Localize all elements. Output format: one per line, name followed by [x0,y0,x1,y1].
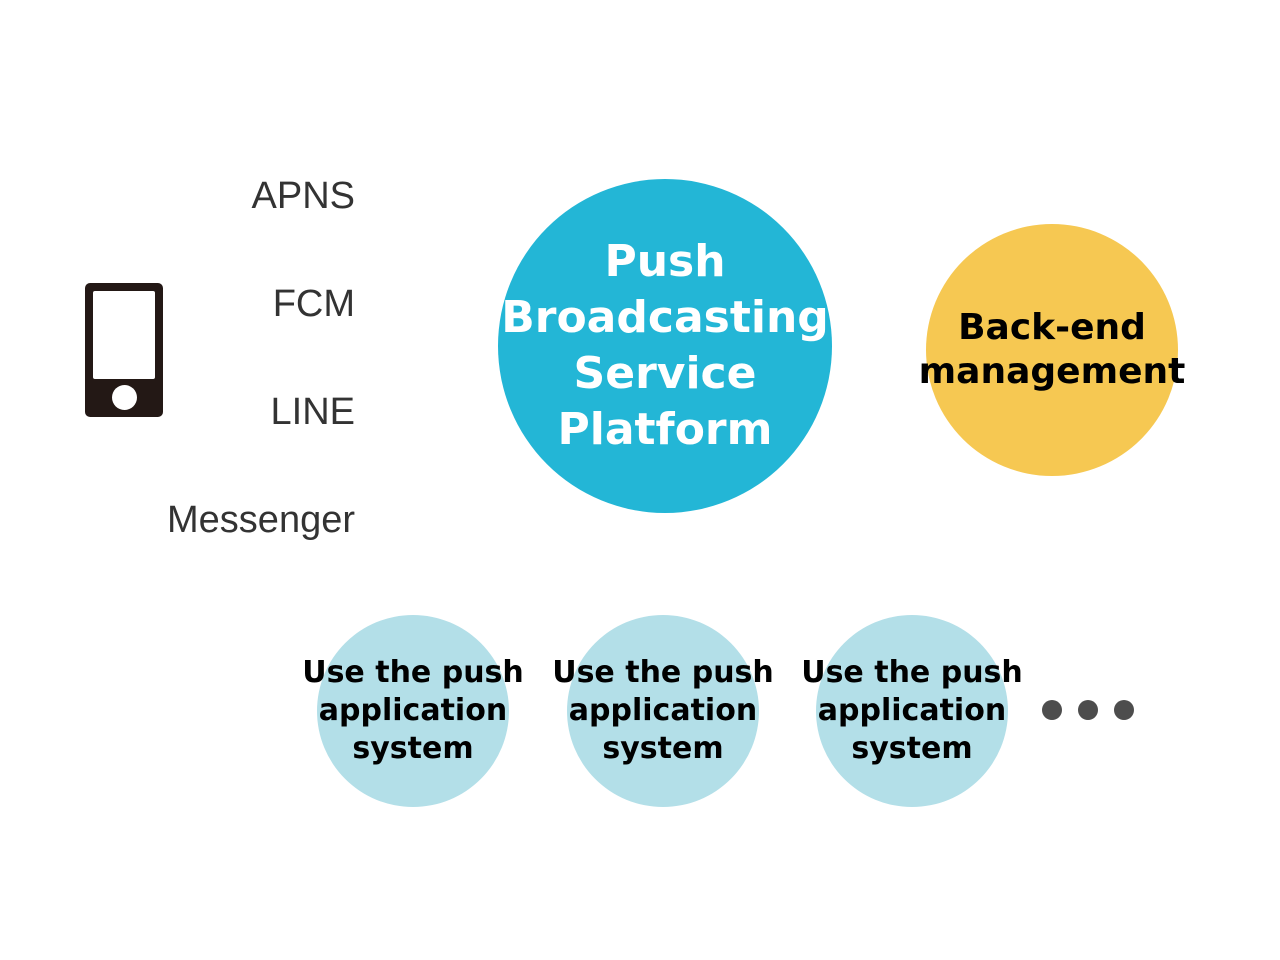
push-platform-node: Push Broadcasting Service Platform [498,179,832,513]
ellipsis-dot [1042,700,1062,720]
phone-screen [93,291,155,379]
channel-fcm: FCM [272,283,355,325]
app-system-label: Use the push application system [801,655,1023,766]
channel-line: LINE [270,391,355,433]
app-system-node: Use the push application system [552,615,774,807]
backend-management-label: Back-end management [918,307,1186,392]
channel-messenger: Messenger [167,499,355,541]
ellipsis-dot [1078,700,1098,720]
smartphone-icon [85,283,163,417]
app-system-label: Use the push application system [552,655,774,766]
backend-management-node: Back-end management [919,224,1185,476]
app-system-node: Use the push application system [302,615,524,807]
channel-apns: APNS [251,175,355,217]
ellipsis-dot [1114,700,1134,720]
app-system-label: Use the push application system [302,655,524,766]
app-system-node: Use the push application system [801,615,1023,807]
phone-home-button [112,385,137,410]
push-platform-label: Push Broadcasting Service Platform [501,236,829,455]
